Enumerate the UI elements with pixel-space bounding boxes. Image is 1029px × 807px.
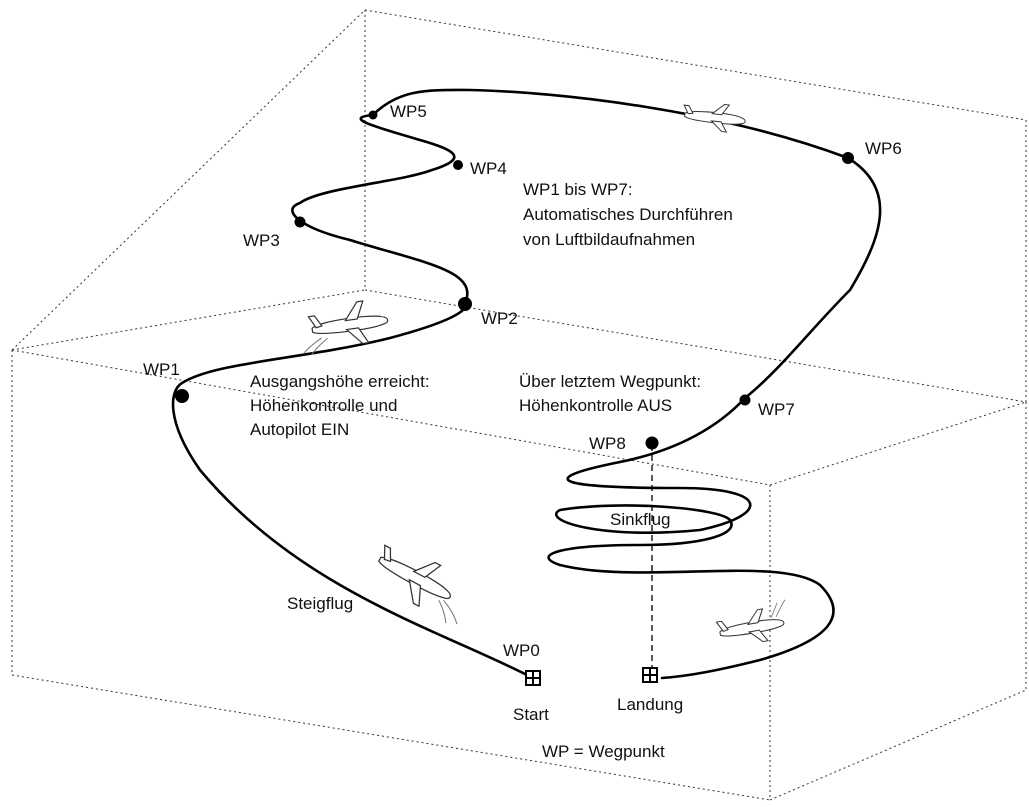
landing-label: Landung [617,695,683,714]
wp3-dot [294,216,306,228]
climb-label: Steigflug [287,594,353,613]
wp7-label: WP7 [758,400,795,419]
legend-text: WP = Wegpunkt [542,742,665,761]
airplane-icon [378,544,458,625]
descent-label: Sinkflug [610,510,670,529]
flight-path [171,88,882,680]
altitude-note-line-1: Ausgangshöhe erreicht: [250,372,430,391]
last-waypoint-note: Über letztem Wegpunkt: Höhenkontrolle AU… [519,372,701,415]
last-waypoint-line-1: Über letztem Wegpunkt: [519,372,701,391]
aerial-note-line-1: WP1 bis WP7: [523,180,633,199]
wp4-label: WP4 [470,159,507,178]
airplane-icon [303,300,389,355]
airspace-box [11,9,1027,801]
airplane-icon [715,599,786,643]
wp2-dot [458,297,472,311]
wp8-dot [645,436,659,450]
wp6-label: WP6 [865,139,902,158]
wp7-dot [739,394,751,406]
altitude-note-line-3: Autopilot EIN [250,420,349,439]
start-label: Start [513,705,549,724]
airplane-icon [683,104,746,133]
altitude-note-line-2: Höhenkontrolle und [250,396,397,415]
wp1-label: WP1 [143,360,180,379]
wp3-label: WP3 [243,231,280,250]
wp2-label: WP2 [481,309,518,328]
aerial-note-line-3: von Luftbildaufnahmen [523,230,695,249]
aerial-photo-note: WP1 bis WP7: Automatisches Durchführen v… [523,180,733,249]
last-waypoint-line-2: Höhenkontrolle AUS [519,396,672,415]
wp0-label: WP0 [503,641,540,660]
wp5-label: WP5 [390,102,427,121]
aerial-note-line-2: Automatisches Durchführen [523,205,733,224]
landing-marker-icon [642,667,658,683]
wp4-dot [453,160,463,170]
wp8-label: WP8 [589,434,626,453]
wp5-dot [368,110,378,120]
wp6-dot [842,152,854,164]
altitude-reached-note: Ausgangshöhe erreicht: Höhenkontrolle un… [250,372,430,439]
start-marker-icon [525,670,541,686]
waypoint-markers [175,110,854,450]
wp1-dot [175,389,189,403]
